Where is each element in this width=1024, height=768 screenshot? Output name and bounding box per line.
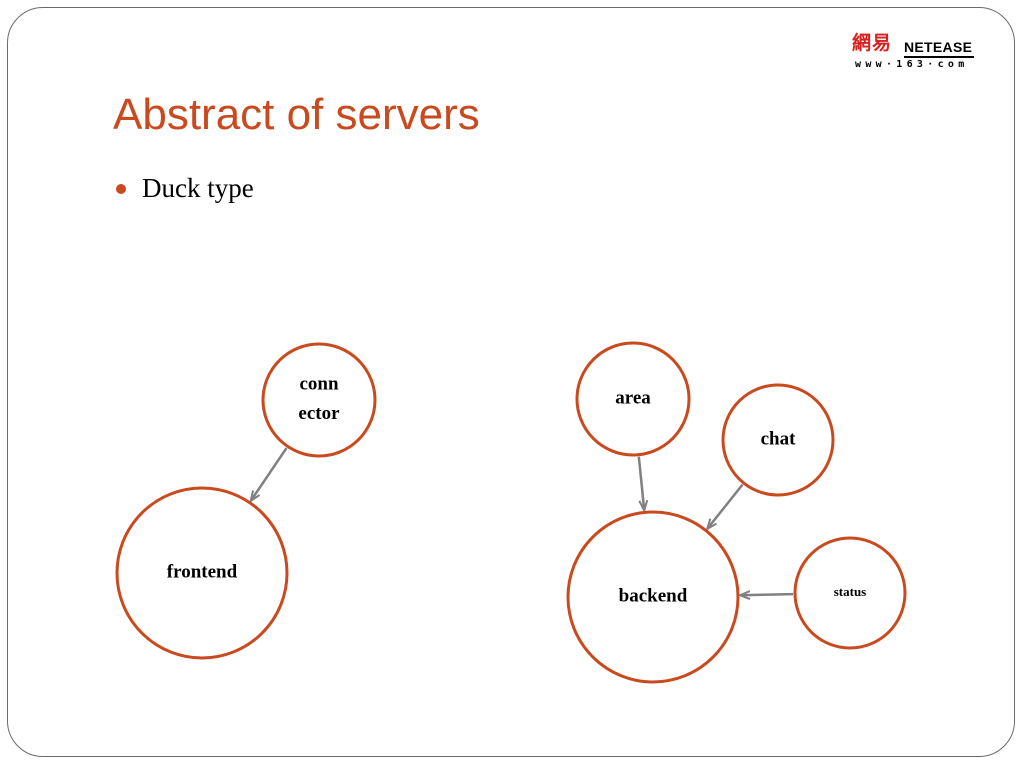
edge-status-to-backend — [740, 594, 794, 595]
node-area-circle — [575, 341, 691, 457]
node-chat-circle — [721, 383, 835, 497]
logo-underline — [904, 56, 974, 58]
netease-logo: 網易 NETEASE www·163·com — [852, 32, 977, 76]
node-backend: backend — [566, 510, 740, 684]
node-connector-circle — [261, 342, 377, 458]
logo-english-text: NETEASE — [904, 39, 973, 55]
bullet-text: Duck type — [142, 173, 254, 203]
logo-url-text: www·163·com — [855, 59, 969, 70]
logo-chinese-text: 網易 — [852, 32, 893, 54]
slide-title: Abstract of servers — [113, 90, 480, 139]
node-chat: chat — [721, 383, 835, 497]
edge-connector-to-frontend — [251, 447, 288, 501]
node-chat-label: chat — [761, 428, 797, 449]
node-backend-label: backend — [619, 585, 688, 606]
edge-chat-to-backend — [707, 483, 744, 529]
node-backend-circle — [566, 510, 740, 684]
node-status-label: status — [834, 584, 867, 599]
node-connector-label: ector — [298, 403, 340, 424]
node-status: status — [793, 536, 907, 650]
node-connector-label: conn — [299, 374, 339, 395]
node-frontend: frontend — [115, 486, 289, 660]
node-area-label: area — [615, 387, 651, 408]
bullet-dot — [116, 184, 126, 194]
bullet-item: Duck type — [116, 171, 254, 205]
edge-area-to-backend — [637, 456, 644, 511]
node-connector: conn ector — [261, 342, 377, 458]
node-frontend-circle — [115, 486, 289, 660]
node-status-circle — [793, 536, 907, 650]
node-frontend-label: frontend — [167, 561, 238, 582]
node-area: area — [575, 341, 691, 457]
